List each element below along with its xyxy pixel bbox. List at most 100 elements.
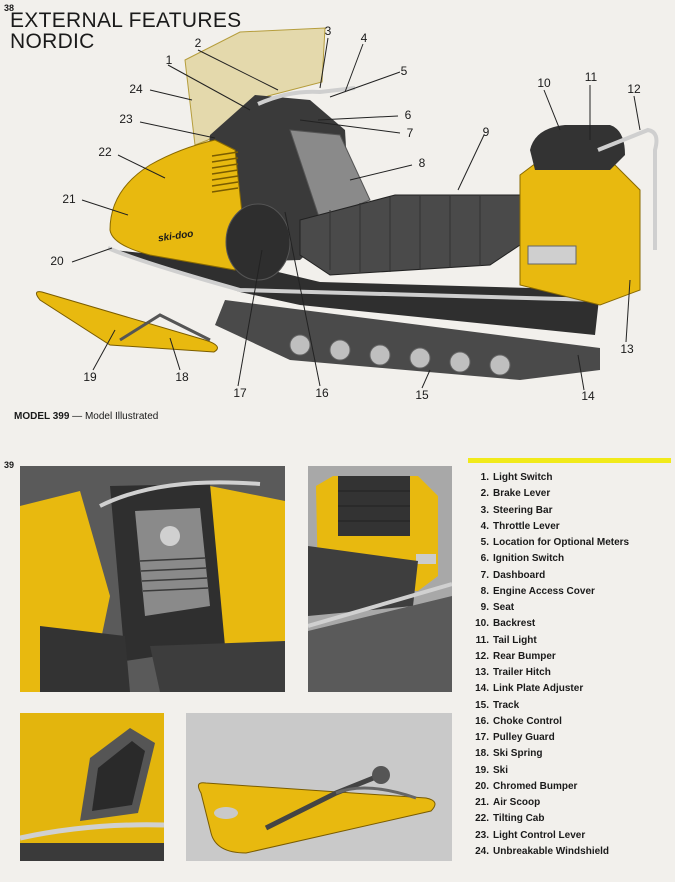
- legend-item-label: Location for Optional Meters: [493, 537, 630, 548]
- legend-item-number: 13.: [475, 667, 489, 678]
- callout-7: 7: [406, 126, 414, 140]
- callout-17: 17: [233, 386, 247, 400]
- legend-item: 6.Ignition Switch: [475, 551, 629, 567]
- legend-item-number: 1.: [480, 472, 489, 483]
- legend-item-number: 23.: [475, 829, 489, 841]
- legend-item: 4. Throttle Lever: [475, 519, 629, 535]
- legend-item: 23. Light Control Lever: [475, 828, 629, 844]
- legend-item-label: Trailer Hitch: [493, 667, 551, 678]
- callout-9: 9: [482, 125, 490, 139]
- steering-bar-shape: [257, 86, 356, 106]
- title-line-2: NORDIC: [10, 30, 95, 53]
- callout-18: 18: [175, 370, 189, 384]
- callout-10: 10: [537, 76, 551, 90]
- legend-item-label: Light Control Lever: [493, 829, 586, 841]
- callout-2: 2: [194, 36, 202, 50]
- callout-16: 16: [315, 386, 329, 400]
- model-caption: MODEL 399 — Model Illustrated: [14, 411, 158, 422]
- photo-cab-closeup: [20, 466, 285, 692]
- legend-item-number: 22.: [475, 813, 489, 825]
- legend-item-number: 11.: [475, 634, 489, 646]
- feature-legend-list: 1. Light Switch 2.Brake Lever 3. Steering Ba…: [475, 470, 629, 860]
- air-scoop-grille: [211, 151, 239, 193]
- legend-item-number: 10.: [475, 618, 489, 630]
- legend-item-number: 18.: [475, 748, 489, 760]
- legend-item-number: 19.: [475, 764, 489, 776]
- legend-item-number: 15.: [475, 699, 489, 711]
- callout-20: 20: [50, 254, 64, 268]
- legend-item: 13. Trailer Hitch: [475, 665, 629, 681]
- callout-19: 19: [83, 370, 97, 384]
- ski-shape: [36, 291, 218, 353]
- legend-item-label: Rear Bumper: [493, 650, 556, 662]
- legend-item: 24.Unbreakable Windshield: [475, 844, 629, 860]
- seat-pleats: [329, 196, 481, 272]
- callout-13: 13: [620, 342, 634, 356]
- legend-item: 16. Choke Control: [475, 714, 629, 730]
- legend-item: 3. Steering Bar: [475, 503, 629, 519]
- title-line-1: EXTERNAL FEATURES: [10, 9, 242, 32]
- callout-12: 12: [627, 82, 641, 96]
- legend-item-label: Tail Light: [493, 634, 537, 646]
- rear-bumper-shape: [597, 127, 659, 250]
- legend-item-label: Throttle Lever: [493, 520, 560, 532]
- legend-item: 11. Tail Light: [475, 633, 629, 649]
- legend-item: 15. Track: [475, 698, 629, 714]
- backrest-shape: [530, 125, 625, 170]
- legend-item-number: 5.: [480, 537, 489, 548]
- legend-item-number: 12.: [475, 650, 489, 662]
- callout-22: 22: [98, 145, 112, 159]
- legend-item-label: Light Switch: [493, 472, 553, 483]
- legend-item: 7.Dashboard: [475, 568, 629, 584]
- legend-item-label: Dashboard: [493, 569, 546, 581]
- legend-item: 12. Rear Bumper: [475, 649, 629, 665]
- yellow-hood-shape: [109, 139, 246, 271]
- legend-item-label: Ski Spring: [493, 748, 543, 760]
- legend-item-label: Seat: [493, 602, 515, 613]
- legend-item-number: 3.: [480, 504, 489, 516]
- legend-item: 22.Tilting Cab: [475, 811, 629, 827]
- photo-air-scoop: [20, 713, 164, 861]
- legend-item-number: 2.: [480, 488, 489, 500]
- legend-item-label: Chromed Bumper: [493, 780, 578, 792]
- legend-item-number: 6.: [480, 553, 489, 565]
- rear-housing-shape: [519, 159, 641, 306]
- legend-item-number: 16.: [475, 715, 489, 727]
- legend-item-number: 17.: [475, 732, 489, 743]
- legend-item: 2.Brake Lever: [475, 486, 629, 502]
- engine-cover-shape: [289, 129, 371, 221]
- callout-14: 14: [581, 389, 595, 403]
- callout-21: 21: [62, 192, 76, 206]
- legend-item-label: Engine Access Cover: [493, 585, 595, 597]
- callout-4: 4: [360, 31, 368, 45]
- legend-item-label: Pulley Guard: [493, 732, 555, 743]
- caption-rest: — Model Illustrated: [69, 411, 159, 422]
- chromed-bumper-shape: [107, 246, 601, 302]
- legend-item: 19. Ski: [475, 763, 629, 779]
- pulley-guard-shape: [225, 203, 291, 281]
- legend-item-label: Choke Control: [493, 715, 562, 727]
- legend-item: 17. Pulley Guard: [475, 730, 629, 746]
- legend-item-number: 8.: [480, 585, 489, 597]
- rear-nameplate: [527, 245, 577, 265]
- legend-item-number: 14.: [475, 683, 489, 695]
- callout-8: 8: [418, 156, 426, 170]
- legend-item-label: Ski: [493, 764, 509, 776]
- legend-item: 21.Air Scoop: [475, 795, 629, 811]
- legend-item: 20.Chromed Bumper: [475, 779, 629, 795]
- page-number-top: 38: [4, 3, 15, 13]
- legend-item-label: Unbreakable Windshield: [493, 845, 610, 857]
- legend-item-label: Steering Bar: [493, 504, 553, 516]
- callout-6: 6: [404, 108, 412, 122]
- snowmobile-illustration: [36, 27, 659, 391]
- callout-3: 3: [324, 24, 332, 38]
- seat-shape: [299, 194, 521, 276]
- callout-15: 15: [415, 388, 429, 402]
- windshield-shape: [184, 27, 326, 146]
- photo-seat-backrest: [308, 466, 452, 692]
- legend-item-number: 9.: [480, 602, 489, 613]
- legend-item-number: 4.: [480, 520, 489, 532]
- callout-23: 23: [119, 112, 133, 126]
- legend-item-label: Track: [493, 699, 520, 711]
- callout-5: 5: [400, 64, 408, 78]
